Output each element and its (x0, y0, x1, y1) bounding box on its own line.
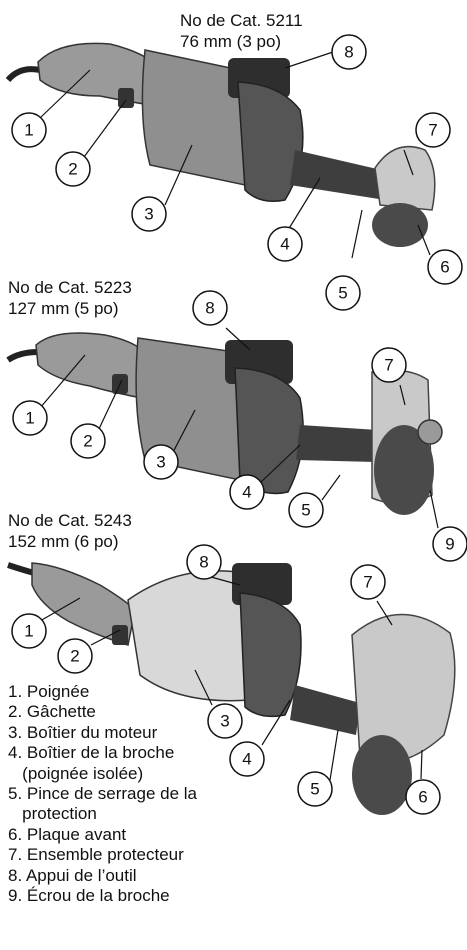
legend-item: protection (8, 804, 97, 824)
callout-2-tool-1: 2 (68, 160, 77, 179)
tool-2-illustration (6, 332, 443, 515)
callout-8-tool-3: 8 (199, 553, 208, 572)
legend-item: 4. Boîtier de la broche (8, 743, 175, 763)
grinding-wheel (374, 425, 434, 515)
legend-item: 9. Écrou de la broche (8, 886, 170, 906)
power-cord (5, 66, 41, 83)
tool-3-size: 152 mm (6 po) (8, 532, 119, 551)
leader-lines (39, 51, 439, 781)
spindle-housing (296, 425, 378, 462)
guard (374, 145, 436, 211)
callout-3-tool-1: 3 (144, 205, 153, 224)
callout-5-tool-1: 5 (338, 284, 347, 303)
tool-1-cat-number: No de Cat. 5211 (180, 11, 303, 30)
callout-5-tool-3: 5 (310, 780, 319, 799)
power-cord (6, 349, 39, 363)
callout-1-tool-1: 1 (24, 121, 33, 140)
spindle-housing (290, 685, 360, 735)
handle (31, 562, 136, 646)
callout-8-tool-2: 8 (205, 299, 214, 318)
callout-4-tool-3: 4 (242, 750, 251, 769)
grinding-wheel (352, 735, 412, 815)
parts-legend: 1. Poignée 2. Gâchette 3. Boîtier du mot… (8, 682, 197, 906)
legend-item: 5. Pince de serrage de la (8, 784, 198, 804)
callout-2-tool-3: 2 (70, 647, 79, 666)
tool-3-illustration (7, 562, 456, 815)
callout-5-tool-2: 5 (301, 501, 310, 520)
legend-item: 6. Plaque avant (8, 824, 127, 844)
legend-item: 3. Boîtier du moteur (8, 722, 158, 742)
callout-6-tool-3: 6 (418, 788, 427, 807)
tool-1-size: 76 mm (3 po) (180, 32, 282, 51)
trigger (112, 625, 128, 645)
front-housing (239, 592, 302, 718)
legend-item: (poignée isolée) (8, 763, 144, 783)
tool-2-size: 127 mm (5 po) (8, 299, 119, 318)
tool-1-illustration (5, 42, 436, 247)
tool-3-heading: No de Cat. 5243 152 mm (6 po) (8, 510, 132, 552)
callout-7-tool-1: 7 (428, 121, 437, 140)
legend-item: 7. Ensemble protecteur (8, 845, 184, 865)
callout-numbers: 1 2 3 4 5 6 7 8 1 2 3 4 5 9 7 8 1 2 3 4 … (24, 43, 454, 807)
callout-7-tool-3: 7 (363, 573, 372, 592)
legend-item: 8. Appui de l’outil (8, 865, 137, 885)
legend-item: 1. Poignée (8, 682, 90, 701)
legend-item: 2. Gâchette (8, 702, 96, 722)
tool-2-cat-number: No de Cat. 5223 (8, 278, 132, 297)
callout-8-tool-1: 8 (344, 43, 353, 62)
callout-1-tool-2: 1 (25, 409, 34, 428)
callout-2-tool-2: 2 (83, 432, 92, 451)
spindle-nut (417, 419, 443, 445)
callout-3-tool-2: 3 (156, 453, 165, 472)
callout-3-tool-3: 3 (220, 712, 229, 731)
callout-4-tool-2: 4 (242, 483, 251, 502)
callout-4-tool-1: 4 (280, 235, 289, 254)
callout-circles (11, 34, 467, 815)
tool-3-cat-number: No de Cat. 5243 (8, 511, 132, 530)
callout-1-tool-3: 1 (24, 622, 33, 641)
trigger (118, 88, 134, 108)
tool-1-heading: No de Cat. 5211 76 mm (3 po) (180, 10, 303, 52)
callout-7-tool-2: 7 (384, 356, 393, 375)
callout-6-tool-1: 6 (440, 258, 449, 277)
spindle-housing (290, 150, 390, 200)
callout-9-tool-2: 9 (445, 535, 454, 554)
tool-2-heading: No de Cat. 5223 127 mm (5 po) (8, 277, 132, 319)
motor-housing (141, 49, 246, 186)
grinding-wheel (372, 203, 428, 247)
